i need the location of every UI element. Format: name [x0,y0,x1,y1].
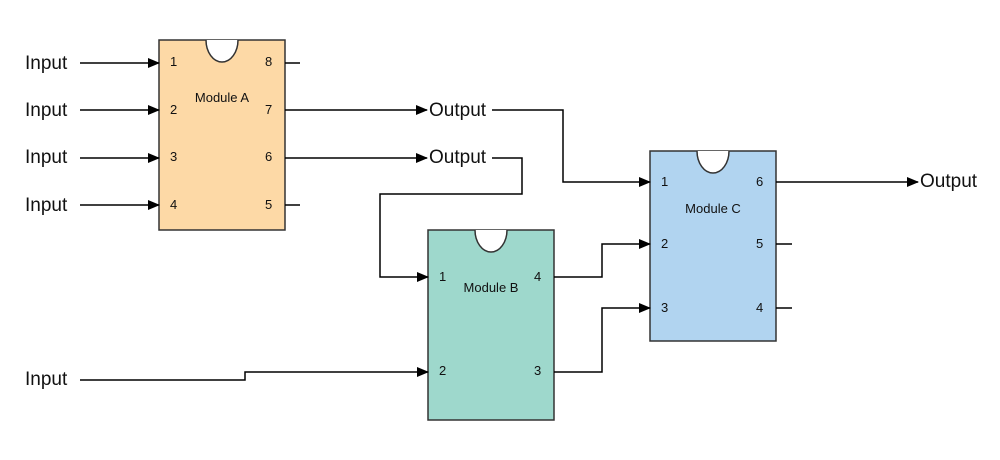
wire-output-c1 [492,109,651,187]
module-c-pin-3: 3 [661,300,668,315]
module-b-notch [474,229,508,253]
module-c-pin-2: 2 [661,236,668,251]
module-a-pin-2: 2 [170,102,177,117]
module-c-body [649,150,777,342]
module-a-pin-7: 7 [265,102,272,117]
module-a-pin-5: 5 [265,197,272,212]
module-c-pin-5: 5 [756,236,763,251]
input-label-1: Input [25,53,68,74]
input-label-4: Input [25,195,68,216]
module-a-pin-8: 8 [265,54,272,69]
module-a-body [158,39,286,231]
module-b-label: Module B [464,280,519,295]
module-c-pin-1: 1 [661,174,668,189]
module-a-pin-4: 4 [170,197,177,212]
module-c-notch [696,150,730,174]
wire-b3-c3 [554,303,651,373]
module-b: Module B 1 2 4 3 [427,229,555,421]
input-label-2: Input [25,100,68,121]
module-c: Module C 1 2 3 6 5 4 [649,150,792,342]
module-b-pin-1: 1 [439,269,446,284]
module-a-pin-1: 1 [170,54,177,69]
input-label-5: Input [25,369,68,390]
module-b-pin-2: 2 [439,363,446,378]
module-a-pin-6: 6 [265,149,272,164]
module-a: Module A 1 2 3 4 8 7 6 5 [158,39,300,231]
module-a-label: Module A [195,90,250,105]
module-b-pin-4: 4 [534,269,541,284]
wire-input-b2 [80,367,429,381]
module-b-pin-3: 3 [534,363,541,378]
wire-output-b1 [379,157,523,282]
module-a-notch [205,39,239,63]
output-label-c6: Output [920,171,978,192]
output-label-a6: Output [429,147,487,168]
module-c-pin-6: 6 [756,174,763,189]
module-c-pin-4: 4 [756,300,763,315]
output-label-a7: Output [429,100,487,121]
module-c-label: Module C [685,201,741,216]
wire-b4-c2 [554,239,651,278]
input-label-3: Input [25,147,68,168]
module-a-pin-3: 3 [170,149,177,164]
module-b-body [427,229,555,421]
